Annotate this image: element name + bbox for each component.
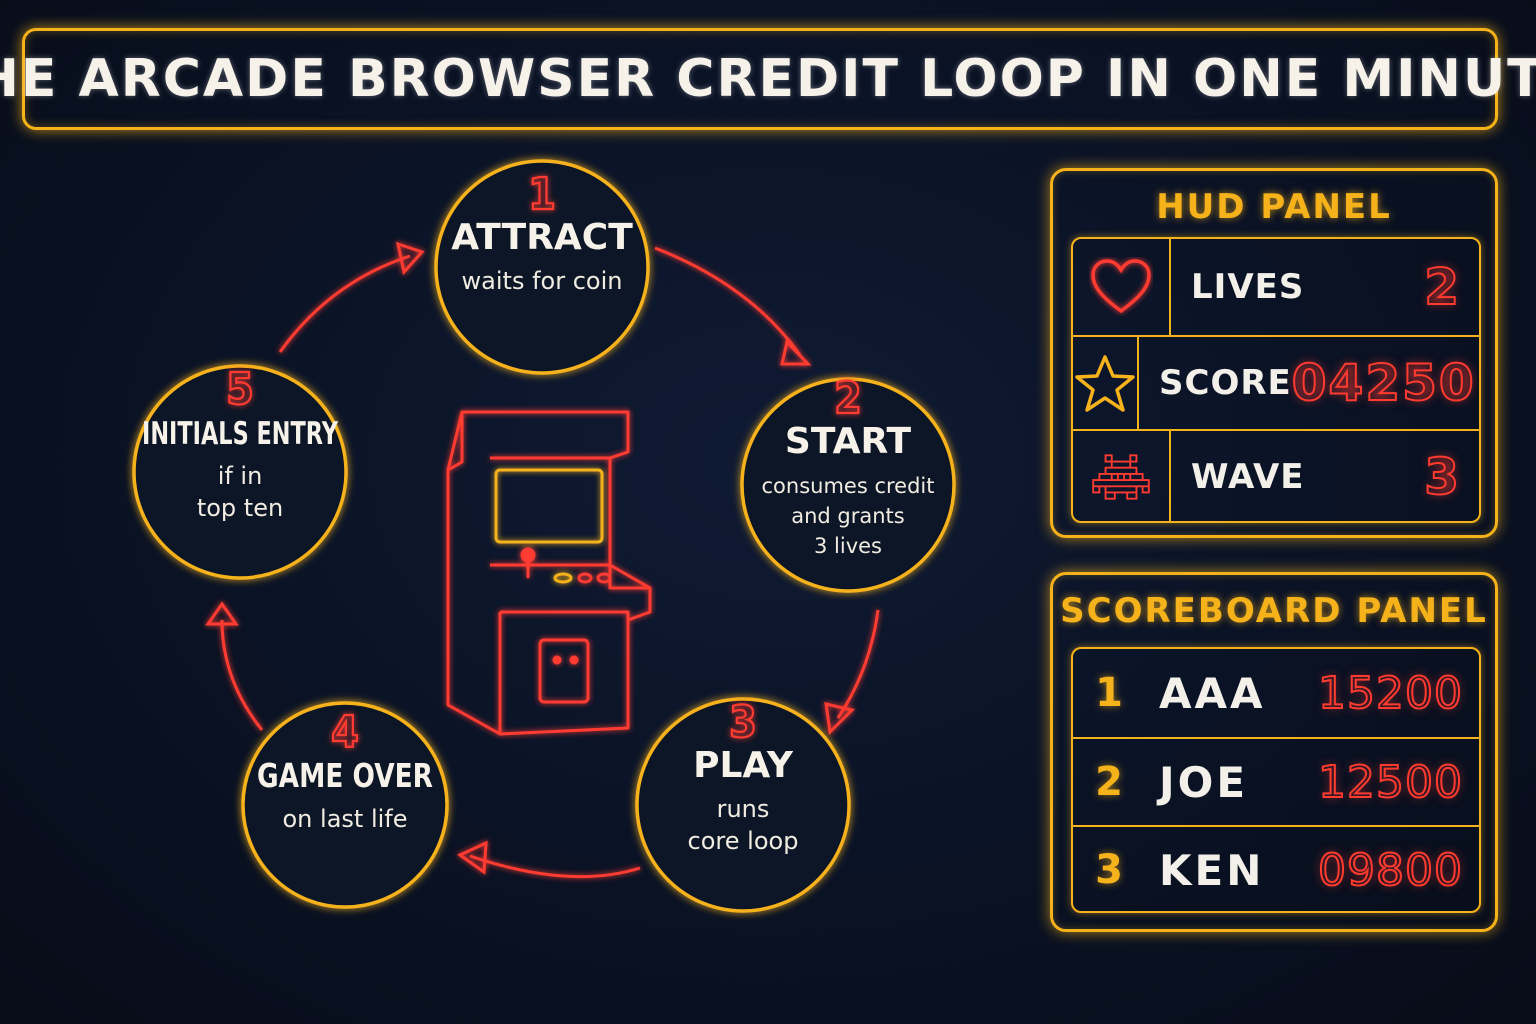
scoreboard-score: 09800 xyxy=(1317,844,1463,897)
scoreboard-grid: 1 AAA 15200 2 JOE 12500 3 KEN 09800 xyxy=(1071,647,1481,913)
arrow-initials-to-attract xyxy=(278,254,411,353)
title-banner: THE ARCADE BROWSER CREDIT LOOP IN ONE MI… xyxy=(0,28,1536,130)
loop-node-subtitle: 3 lives xyxy=(814,534,882,558)
loop-node-subtitle: core loop xyxy=(688,827,799,855)
scoreboard-name: KEN xyxy=(1159,845,1265,895)
loop-node-subtitle: waits for coin xyxy=(462,267,623,295)
arrow-gameover-to-initials-head xyxy=(205,601,239,626)
hud-panel: HUD PANEL LIVES 2 SCORE 04250 xyxy=(1050,168,1498,538)
hud-value-score: 04250 xyxy=(1291,353,1476,413)
arrow-start-to-play-head xyxy=(824,702,855,736)
page-title: THE ARCADE BROWSER CREDIT LOOP IN ONE MI… xyxy=(0,49,1536,109)
scoreboard-score: 12500 xyxy=(1317,756,1463,809)
loop-node-subtitle: consumes credit xyxy=(762,474,935,498)
hud-value-wave: 3 xyxy=(1423,447,1461,507)
loop-node-subtitle: if in xyxy=(218,462,263,490)
loop-node-subtitle: and grants xyxy=(791,504,905,528)
loop-node-number: 4 xyxy=(331,707,359,758)
scoreboard-rank: 1 xyxy=(1095,670,1123,716)
star-icon xyxy=(1075,355,1135,412)
arrow-play-to-gameover xyxy=(469,854,641,879)
heart-icon xyxy=(1091,259,1151,314)
loop-node-subtitle: runs xyxy=(717,795,770,823)
loop-node-number: 5 xyxy=(226,364,254,415)
arcade-cabinet-icon xyxy=(446,410,652,736)
loop-node-number: 3 xyxy=(729,697,757,748)
hud-grid: LIVES 2 SCORE 04250 WAVE 3 xyxy=(1071,237,1481,523)
hud-row-wave: WAVE 3 xyxy=(1073,429,1479,523)
loop-node-circle xyxy=(434,159,650,375)
scoreboard-name: AAA xyxy=(1159,668,1266,718)
scoreboard-panel-title: SCOREBOARD PANEL xyxy=(1060,591,1488,631)
loop-node-title: ATTRACT xyxy=(451,217,633,258)
scoreboard-name: JOE xyxy=(1159,757,1249,807)
hud-label-wave: WAVE xyxy=(1191,457,1305,497)
hud-label-lives: LIVES xyxy=(1191,267,1305,307)
scoreboard-rank: 3 xyxy=(1095,847,1123,893)
arrow-start-to-play xyxy=(836,609,880,719)
loop-node-circle xyxy=(635,697,851,913)
scoreboard-score: 15200 xyxy=(1317,667,1463,720)
hud-row-lives: LIVES 2 xyxy=(1073,239,1479,335)
loop-node-title: PLAY xyxy=(693,745,794,786)
hud-label-score: SCORE xyxy=(1159,363,1292,403)
hud-row-score: SCORE 04250 xyxy=(1073,335,1479,429)
hud-value-lives: 2 xyxy=(1423,257,1461,317)
loop-node-circle xyxy=(132,364,348,580)
loop-node-title: GAME OVER xyxy=(257,756,433,795)
arrow-attract-to-start xyxy=(654,246,802,356)
arrow-initials-to-attract-head xyxy=(395,241,425,276)
scoreboard-row: 3 KEN 09800 xyxy=(1073,825,1479,913)
loop-node-number: 1 xyxy=(528,169,556,220)
scoreboard-row: 2 JOE 12500 xyxy=(1073,737,1479,825)
loop-node-circle xyxy=(740,377,956,593)
scoreboard-panel: SCOREBOARD PANEL 1 AAA 15200 2 JOE 12500… xyxy=(1050,572,1498,932)
loop-node-subtitle: top ten xyxy=(197,494,283,522)
loop-node-subtitle: on last life xyxy=(283,805,408,833)
scoreboard-row: 1 AAA 15200 xyxy=(1073,649,1479,737)
loop-node-title: START xyxy=(785,421,912,462)
hud-panel-title: HUD PANEL xyxy=(1156,187,1392,227)
scoreboard-rank: 2 xyxy=(1095,759,1123,805)
arrow-attract-to-start-head xyxy=(780,338,812,366)
loop-node-number: 2 xyxy=(834,373,862,424)
loop-node-circle xyxy=(241,701,449,909)
space-invader-icon xyxy=(1092,454,1150,500)
arrow-play-to-gameover-head xyxy=(457,840,488,875)
loop-node-title: INITIALS ENTRY xyxy=(142,416,338,452)
arrow-gameover-to-initials xyxy=(220,619,264,731)
